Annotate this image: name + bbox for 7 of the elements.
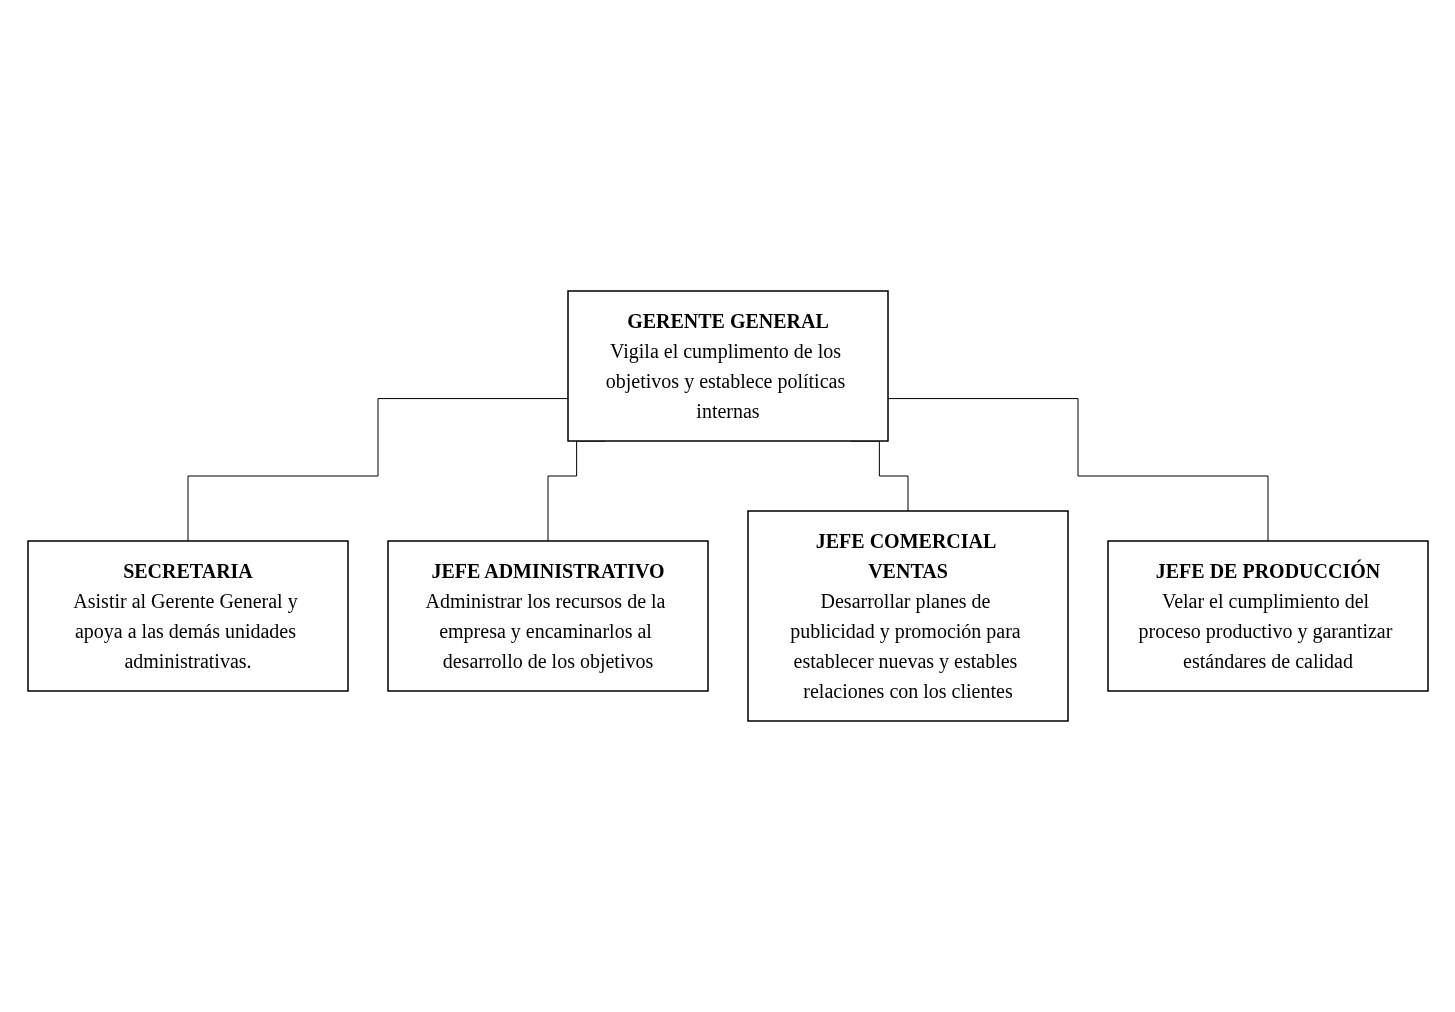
node-box: GERENTE GENERAL Vigila el cumplimento de los objetivos y establece políticas internas <box>566 290 889 442</box>
node-box: JEFE DE PRODUCCIÓN Velar el cumplimiento del proceso productivo y garantizar estándares de calidad <box>1106 540 1429 692</box>
node-box: SECRETARIA Asistir al Gerente General y apoya a las demás unidades administrativas. <box>26 540 349 692</box>
connector <box>187 398 568 542</box>
node-box: JEFE COMERCIAL VENTAS Desarrollar planes de publicidad y promoción para establecer nuevas y estables relaciones con los clientes <box>746 510 1069 722</box>
node-box: JEFE ADMINISTRATIVO Administrar los recursos de la empresa y encaminarlos al desarrollo de los objetivos <box>386 540 709 692</box>
connector <box>887 398 1268 542</box>
